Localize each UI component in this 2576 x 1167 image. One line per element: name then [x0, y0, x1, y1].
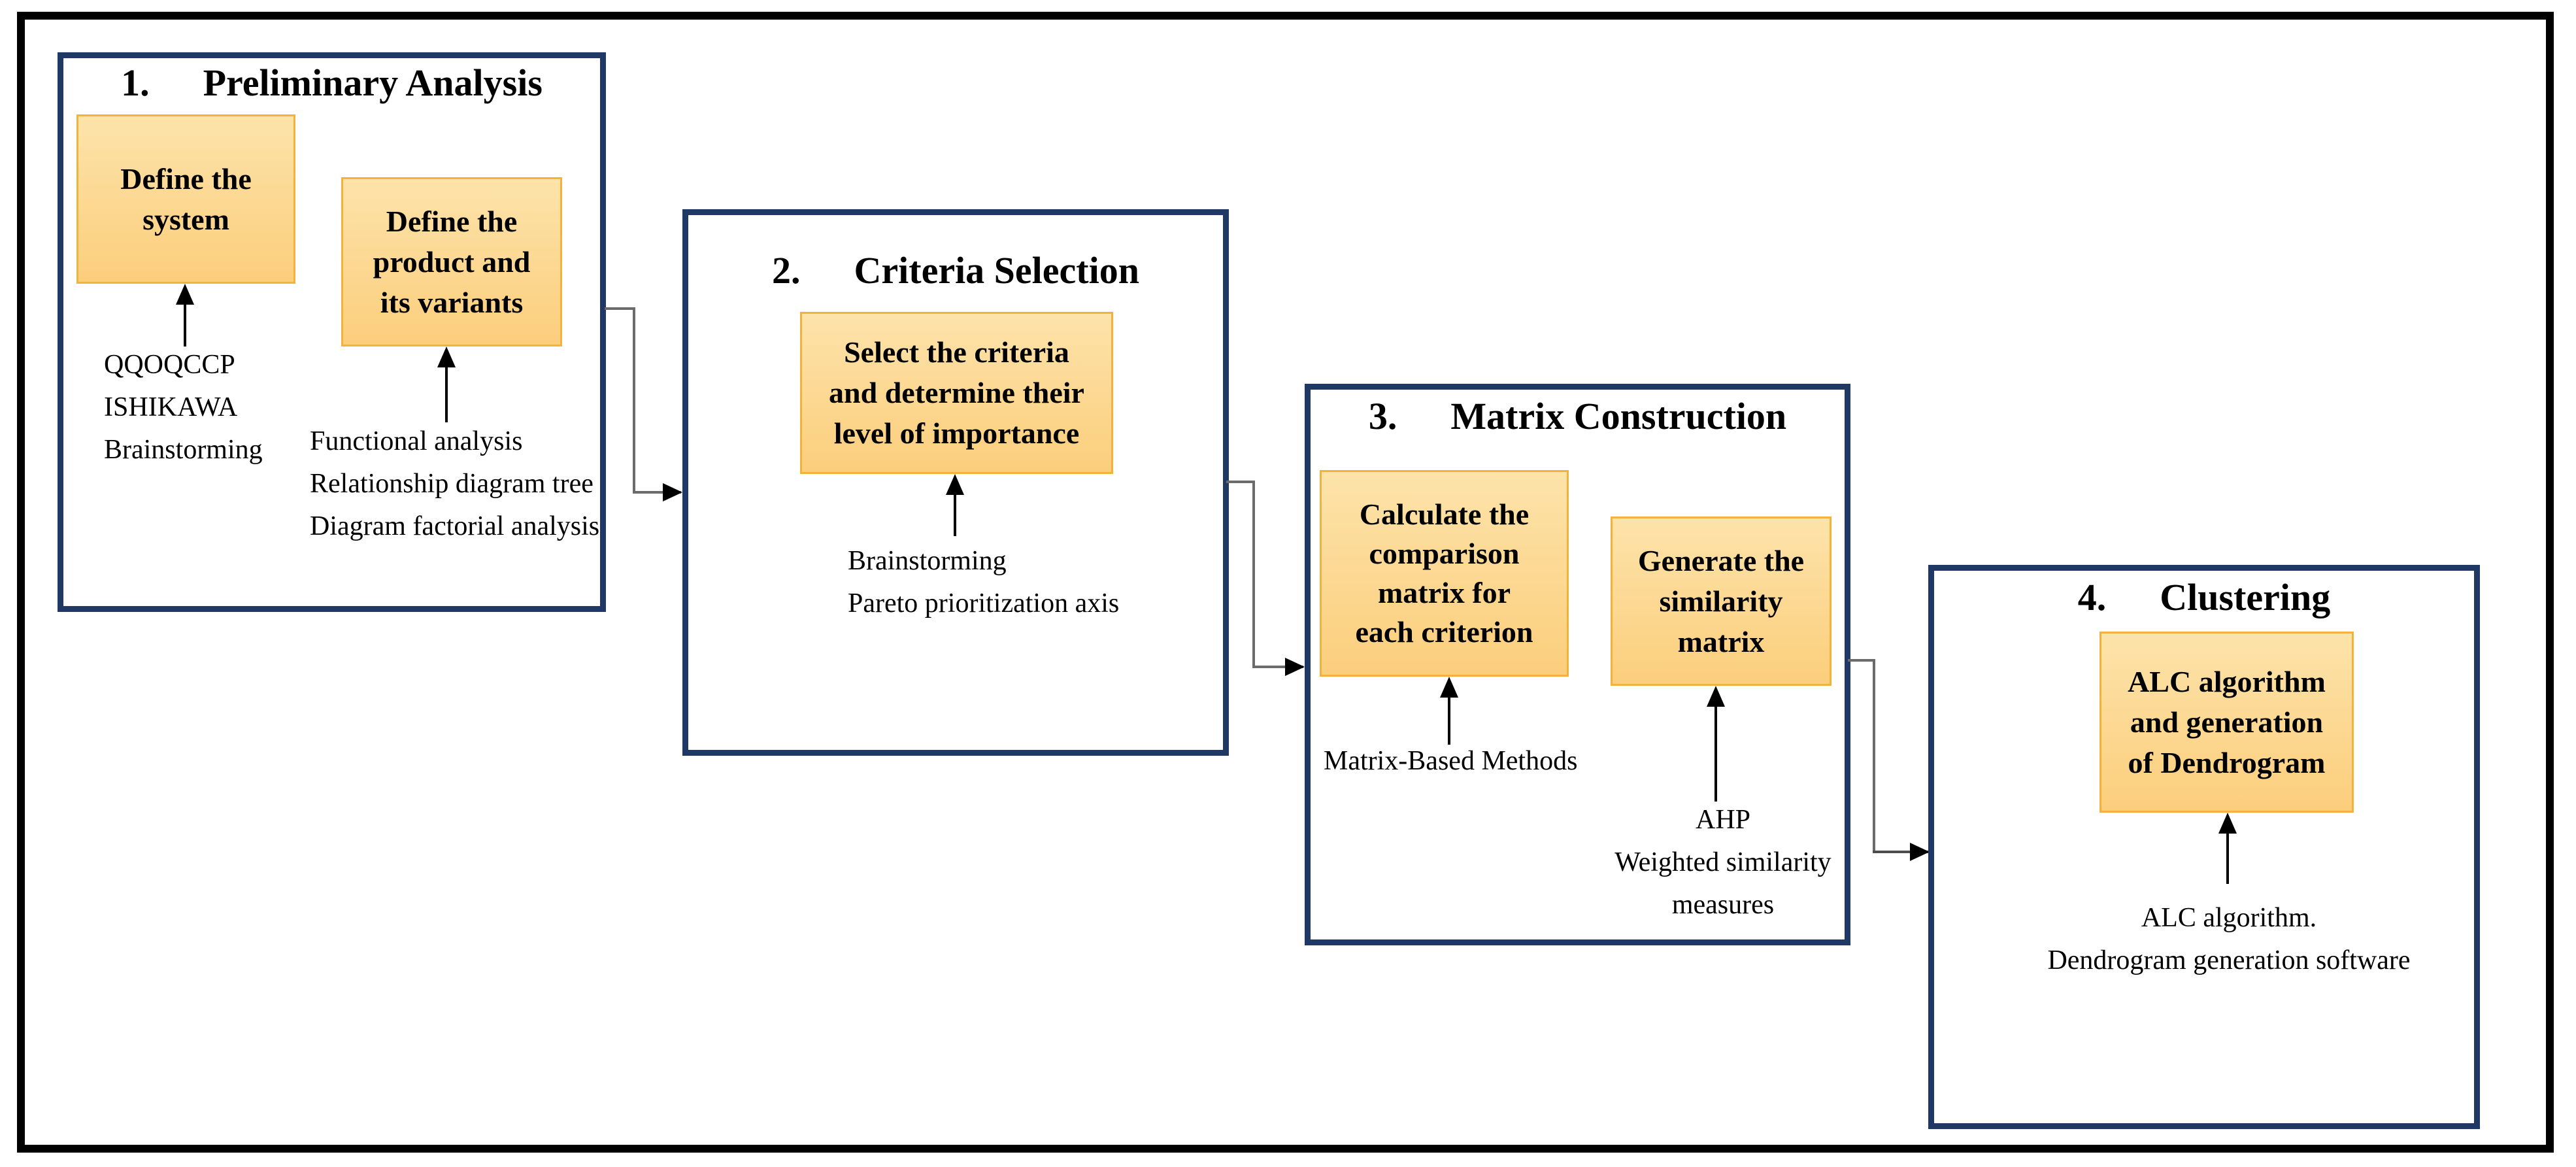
tool-item: ALC algorithm. — [2141, 903, 2317, 933]
tool-item: QQOQCCP — [104, 350, 235, 380]
arrow-shaft — [445, 367, 448, 422]
tool-item: Functional analysis — [310, 426, 523, 456]
arrowhead-icon — [2218, 813, 2237, 834]
tool-item: Matrix-Based Methods — [1324, 746, 1578, 776]
outer-frame — [17, 12, 2554, 1153]
tool-item: Brainstorming — [848, 546, 1007, 576]
connector-3-segment — [1848, 659, 1875, 662]
tool-list: AHP Weighted similarity measures — [1608, 799, 1838, 926]
step-title-text: Clustering — [2160, 576, 2331, 618]
task-card-define-system: Define the system — [76, 114, 295, 284]
task-card-similarity-matrix: Generate the similarity matrix — [1611, 516, 1832, 686]
tool-item: Relationship diagram tree — [310, 469, 594, 499]
arrowhead-icon — [437, 347, 456, 367]
connector-1-segment — [605, 307, 635, 310]
tool-list: Matrix-Based Methods — [1324, 740, 1577, 783]
tool-item: ISHIKAWA — [104, 392, 238, 422]
connector-2-segment — [1252, 481, 1255, 668]
arrow-shaft — [1715, 707, 1717, 802]
step-number: 1. — [121, 61, 150, 104]
step-title-1: 1. Preliminary Analysis — [58, 62, 606, 104]
tool-list: QQOQCCP ISHIKAWA Brainstorming — [104, 344, 263, 471]
connector-arrowhead-icon — [1910, 843, 1930, 861]
up-arrow-icon — [176, 284, 194, 347]
connector-1-segment — [633, 307, 635, 494]
up-arrow-icon — [437, 347, 456, 422]
tool-item: AHP — [1695, 805, 1751, 835]
tool-item: Dendrogram generation software — [2047, 945, 2411, 975]
arrowhead-icon — [176, 284, 194, 305]
arrow-shaft — [184, 305, 186, 347]
step-title-text: Preliminary Analysis — [203, 61, 543, 104]
arrow-shaft — [2226, 834, 2229, 884]
step-title-text: Criteria Selection — [854, 249, 1139, 292]
up-arrow-icon — [1440, 677, 1458, 745]
up-arrow-icon — [2218, 813, 2237, 884]
connector-arrowhead-icon — [1285, 658, 1305, 676]
arrowhead-icon — [1707, 686, 1725, 707]
step-number: 4. — [2077, 576, 2107, 618]
connector-2-segment — [1252, 666, 1303, 668]
arrowhead-icon — [946, 474, 964, 495]
step-title-3: 3. Matrix Construction — [1305, 396, 1850, 437]
connector-2-segment — [1226, 481, 1255, 483]
tool-item: Brainstorming — [104, 435, 263, 465]
up-arrow-icon — [1707, 686, 1725, 802]
arrow-shaft — [954, 495, 956, 536]
step-title-2: 2. Criteria Selection — [682, 250, 1229, 292]
tool-item: Diagram factorial analysis — [310, 511, 600, 541]
tool-item: Pareto prioritization axis — [848, 588, 1120, 618]
connector-3-segment — [1873, 659, 1875, 853]
tool-list: Brainstorming Pareto prioritization axis — [848, 540, 1119, 625]
tool-list: Functional analysis Relationship diagram… — [310, 420, 599, 548]
connector-3-segment — [1873, 851, 1928, 853]
step-title-4: 4. Clustering — [1928, 577, 2480, 618]
task-card-comparison-matrix: Calculate the comparison matrix for each… — [1320, 470, 1569, 677]
step-number: 3. — [1368, 395, 1397, 437]
tool-list: ALC algorithm. Dendrogram generation sof… — [2033, 897, 2425, 982]
task-card-alc-dendrogram: ALC algorithm and generation of Dendrogr… — [2099, 632, 2354, 813]
connector-arrowhead-icon — [663, 483, 682, 501]
arrow-shaft — [1448, 698, 1450, 745]
tool-item: Weighted similarity — [1614, 847, 1832, 877]
up-arrow-icon — [946, 474, 964, 536]
task-card-select-criteria: Select the criteria and determine their … — [800, 312, 1113, 474]
task-card-define-product: Define the product and its variants — [341, 177, 562, 347]
arrowhead-icon — [1440, 677, 1458, 698]
step-number: 2. — [772, 249, 801, 292]
connector-1-segment — [633, 491, 681, 494]
tool-item: measures — [1671, 890, 1775, 920]
step-title-text: Matrix Construction — [1450, 395, 1787, 437]
